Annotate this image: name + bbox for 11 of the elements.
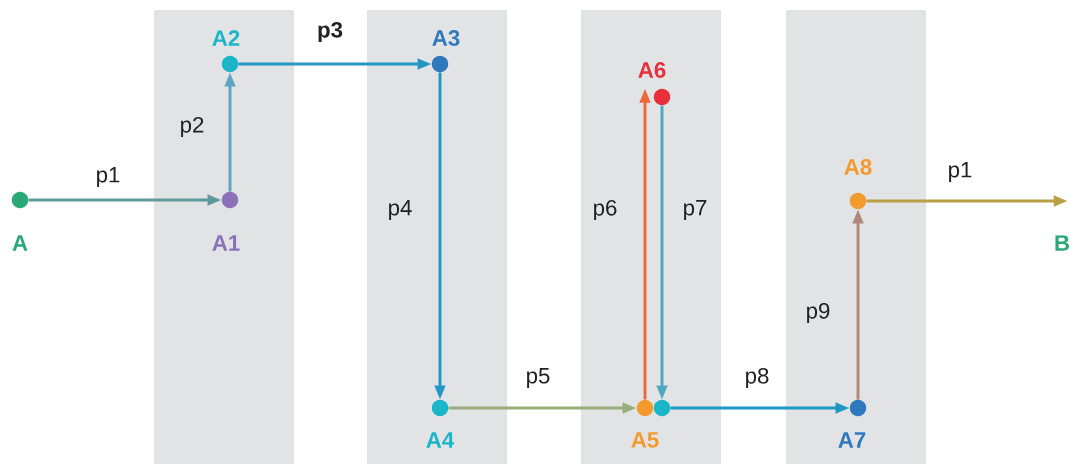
edge-label: p2: [181, 116, 204, 138]
edge-label: p1: [97, 167, 120, 187]
edge-label: p6: [594, 199, 617, 221]
edge-label: p8: [746, 367, 769, 389]
point-marker: B: [1055, 235, 1070, 251]
edge-label: p1: [949, 162, 972, 182]
edge-label: p3: [318, 21, 343, 43]
edge-label: p5: [527, 368, 550, 388]
edge-label: p4: [389, 200, 412, 220]
edge-label: p9: [807, 302, 830, 324]
edge-label: p7: [684, 200, 707, 220]
